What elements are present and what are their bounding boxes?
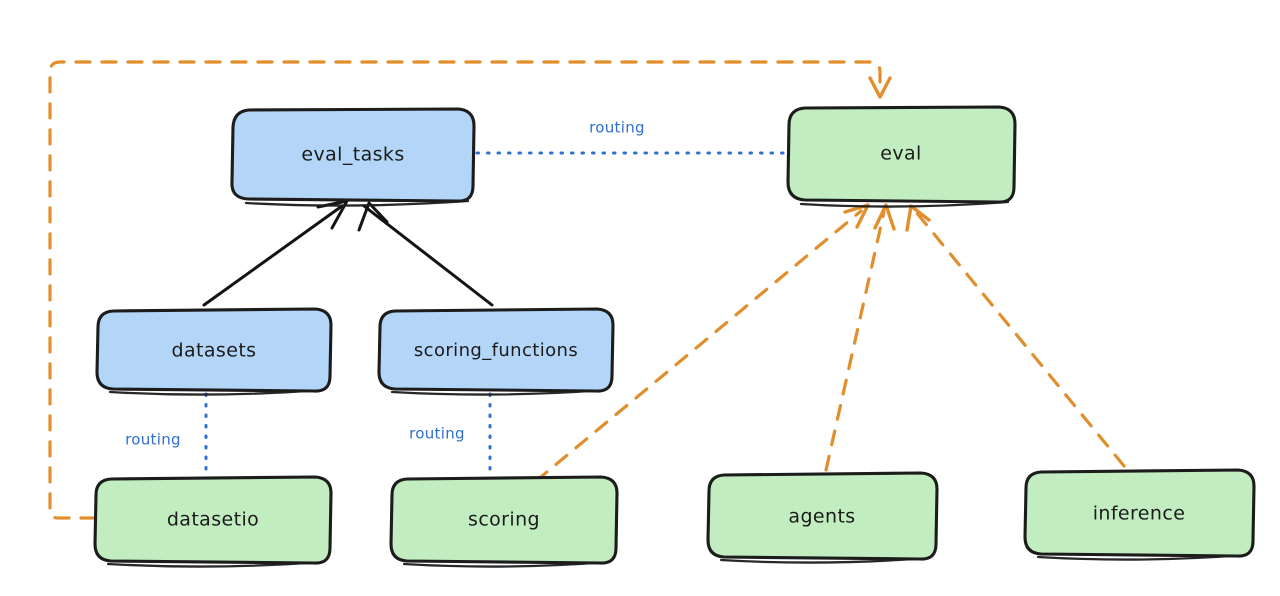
node-scoring[interactable]: scoring	[389, 475, 619, 568]
node-datasetio[interactable]: datasetio	[93, 475, 333, 568]
node-label-scoring: scoring	[468, 509, 540, 531]
edge-inference-to-eval	[905, 204, 1126, 468]
edge-agents-to-eval	[824, 203, 896, 472]
node-eval[interactable]: eval	[786, 105, 1017, 208]
node-label-inference: inference	[1093, 503, 1186, 525]
node-layer: eval_tasks eval datasets scoring_functio…	[93, 105, 1256, 568]
edge-scoring-to-eval	[534, 203, 870, 483]
edge-datasets-to-eval-tasks	[202, 199, 349, 307]
edge-label-routing-datasetio: routing	[125, 431, 181, 449]
node-scoring-functions[interactable]: scoring_functions	[377, 307, 615, 396]
node-label-datasets: datasets	[172, 340, 257, 362]
edge-layer	[48, 60, 1126, 520]
edge-label-routing-eval: routing	[589, 119, 645, 137]
edge-datasetio-to-eval	[48, 60, 892, 520]
edge-label-routing-scoring: routing	[409, 425, 465, 443]
node-label-eval: eval	[880, 143, 921, 165]
node-label-eval-tasks: eval_tasks	[301, 144, 404, 166]
node-eval-tasks[interactable]: eval_tasks	[230, 107, 476, 207]
node-inference[interactable]: inference	[1023, 468, 1256, 561]
node-label-scoring-functions: scoring_functions	[414, 340, 578, 361]
node-agents[interactable]: agents	[706, 471, 939, 564]
node-label-agents: agents	[788, 506, 855, 528]
edge-label-layer: routing routing routing	[125, 119, 645, 449]
edge-scoring-functions-to-eval-tasks	[357, 201, 494, 307]
node-label-datasetio: datasetio	[167, 509, 259, 531]
node-datasets[interactable]: datasets	[95, 307, 333, 396]
